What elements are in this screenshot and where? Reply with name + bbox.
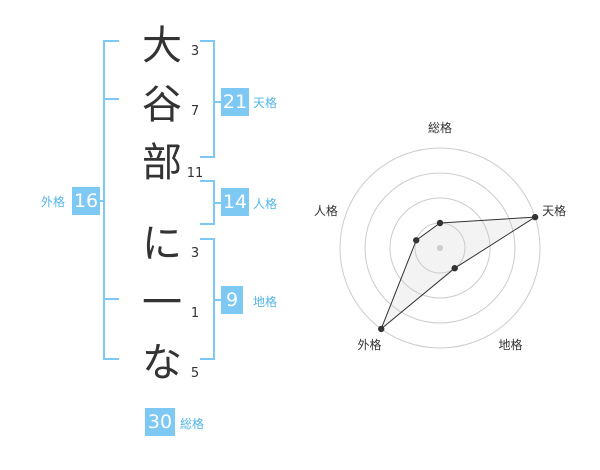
name-char-6: な bbox=[142, 340, 182, 386]
tenkaku-bracket-connector bbox=[213, 101, 221, 103]
stroke-count-3: 11 bbox=[186, 166, 204, 181]
soukaku-value: 30 bbox=[145, 408, 175, 436]
tenkaku-bracket-vertical bbox=[213, 40, 215, 158]
jinkaku-value: 14 bbox=[221, 188, 249, 216]
radar-axis-label-5: 人格 bbox=[314, 203, 338, 218]
gaikaku-value: 16 bbox=[72, 187, 100, 215]
radar-ring-4 bbox=[339, 147, 541, 349]
jinkaku-bracket-bottom bbox=[200, 223, 215, 225]
jinkaku-bracket-connector bbox=[213, 202, 221, 204]
chikaku-bracket-connector bbox=[213, 299, 221, 301]
stroke-count-4: 3 bbox=[190, 246, 200, 261]
radar-axis-label-3: 地格 bbox=[499, 337, 523, 352]
soukaku-label: 総格 bbox=[180, 417, 205, 431]
chikaku-value: 9 bbox=[221, 286, 243, 314]
radar-point-3 bbox=[451, 265, 458, 272]
radar-axis-label-2: 天格 bbox=[542, 203, 566, 218]
gaikaku-bracket-connector bbox=[96, 200, 104, 202]
tenkaku-bracket-top bbox=[200, 40, 215, 42]
stroke-count-2: 7 bbox=[190, 104, 200, 119]
chikaku-bracket-top bbox=[200, 238, 215, 240]
stroke-count-5: 1 bbox=[190, 306, 200, 321]
radar-point-5 bbox=[413, 237, 420, 244]
jinkaku-bracket-top bbox=[200, 180, 215, 182]
radar-data-polygon bbox=[380, 216, 536, 330]
gaikaku-label: 外格 bbox=[41, 195, 66, 209]
tenkaku-value: 21 bbox=[221, 88, 249, 116]
jinkaku-label: 人格 bbox=[253, 197, 278, 211]
name-char-2: 谷 bbox=[142, 82, 182, 128]
radar-axis-label-4: 外格 bbox=[357, 337, 381, 352]
chikaku-bracket-bottom bbox=[200, 358, 215, 360]
name-char-5: 一 bbox=[142, 280, 182, 326]
gaikaku-bracket-tick-top bbox=[103, 98, 119, 100]
gaikaku-bracket-top bbox=[103, 40, 119, 42]
name-char-3: 部 bbox=[142, 140, 182, 186]
gaikaku-bracket-bottom bbox=[103, 358, 119, 360]
gaikaku-bracket-tick-bottom bbox=[103, 298, 119, 300]
name-char-1: 大 bbox=[142, 23, 182, 69]
radar-ring-2 bbox=[389, 197, 491, 299]
radar-center-dot bbox=[437, 245, 443, 251]
gaikaku-bracket-vertical bbox=[103, 40, 105, 360]
chikaku-label: 地格 bbox=[253, 295, 278, 309]
stroke-count-6: 5 bbox=[190, 366, 200, 381]
tenkaku-bracket-bottom bbox=[200, 156, 215, 158]
radar-axis-label-1: 総格 bbox=[428, 120, 452, 135]
radar-point-1 bbox=[436, 219, 444, 227]
stroke-count-1: 3 bbox=[190, 44, 200, 59]
radar-point-4 bbox=[378, 325, 385, 333]
radar-point-2 bbox=[531, 213, 539, 221]
tenkaku-label: 天格 bbox=[253, 96, 278, 110]
name-char-4: に bbox=[142, 221, 182, 267]
radar-ring-3 bbox=[364, 172, 516, 324]
